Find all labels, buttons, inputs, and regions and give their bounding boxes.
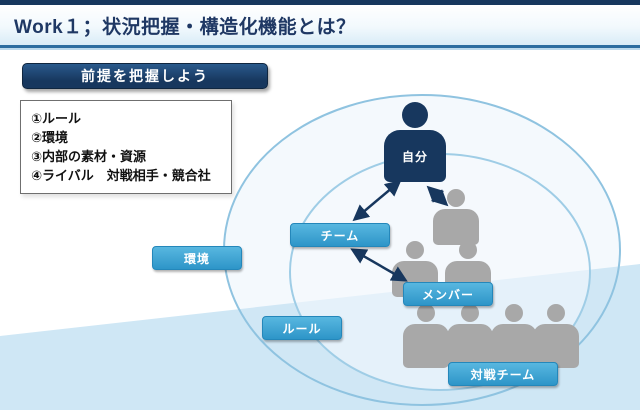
pill-rule-label: ルール xyxy=(282,321,322,336)
person-head xyxy=(461,304,479,322)
person-torso: 自分 xyxy=(384,130,446,182)
premise-list-item: ②環境 xyxy=(31,130,69,145)
person-gray-icon xyxy=(403,304,449,368)
premise-list-box: ①ルール ②環境 ③内部の素材・資源 ④ライバル 対戦相手・競合社 xyxy=(20,100,232,194)
page-title: Work１；状況把握・構造化機能とは？ xyxy=(14,16,356,38)
premise-header-badge: 前提を把握しよう xyxy=(22,63,268,89)
person-head xyxy=(402,102,428,128)
pill-rule: ルール xyxy=(262,316,342,340)
pill-team-label: チーム xyxy=(320,228,360,243)
person-self-icon: 自分 xyxy=(384,102,446,182)
pill-environment: 環境 xyxy=(152,246,242,270)
person-torso xyxy=(433,209,479,245)
person-torso xyxy=(447,324,493,368)
pill-environment-label: 環境 xyxy=(183,251,210,266)
double-arrow-self-team xyxy=(352,179,402,222)
person-torso xyxy=(491,324,537,368)
person-head xyxy=(406,241,424,259)
person-head xyxy=(417,304,435,322)
person-head xyxy=(547,304,565,322)
pill-opponent: 対戦チーム xyxy=(448,362,558,386)
premise-list-item: ④ライバル 対戦相手・競合社 xyxy=(31,168,211,183)
person-torso xyxy=(533,324,579,368)
person-gray-icon xyxy=(533,304,579,368)
title-bar: Work１；状況把握・構造化機能とは？ xyxy=(0,0,640,48)
person-torso xyxy=(403,324,449,368)
person-head xyxy=(505,304,523,322)
premise-list-item: ①ルール xyxy=(31,111,82,126)
person-gray-icon xyxy=(447,304,493,368)
person-gray-icon xyxy=(491,304,537,368)
self-label: 自分 xyxy=(401,149,428,164)
premise-list-item: ③内部の素材・資源 xyxy=(31,149,147,164)
person-head xyxy=(459,241,477,259)
person-gray-icon xyxy=(433,189,479,245)
premise-header-label: 前提を把握しよう xyxy=(81,68,209,84)
person-head xyxy=(447,189,465,207)
pill-team: チーム xyxy=(290,223,390,247)
pill-member: メンバー xyxy=(403,282,493,306)
pill-opponent-label: 対戦チーム xyxy=(470,367,536,382)
pill-member-label: メンバー xyxy=(421,287,474,302)
